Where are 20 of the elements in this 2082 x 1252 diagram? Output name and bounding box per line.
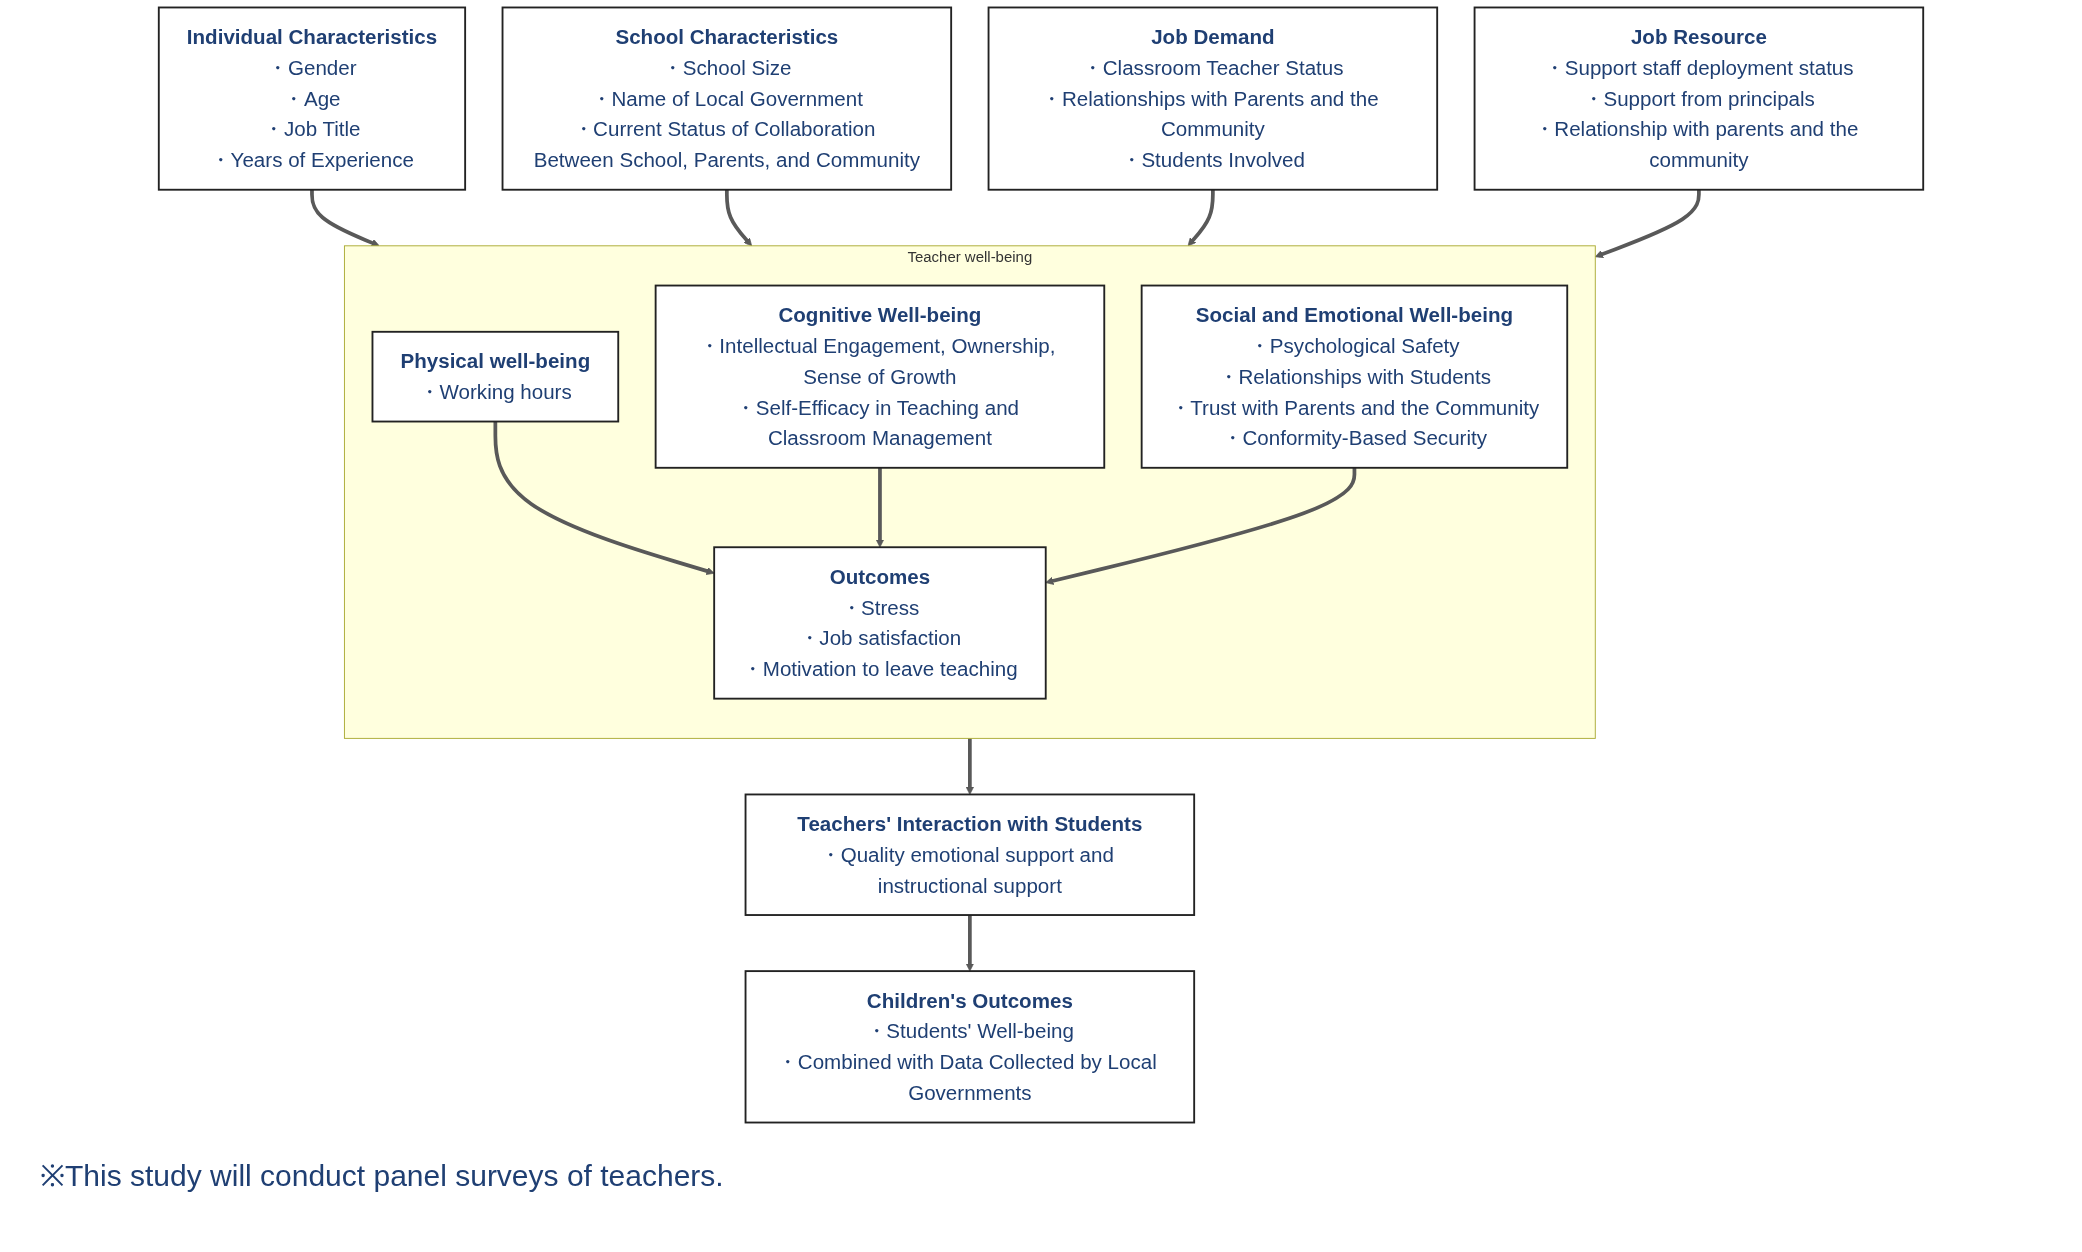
node-box: Social and Emotional Well-being ・Psychological Safety ・Relationships with Students ・Trust with Parents and the Community ・Conformity-Based Security (1140, 284, 1569, 469)
arrow (1594, 189, 1701, 258)
node-box: School Characteristics ・School Size ・Name of Local Government ・Current Status of Collaboration Between School, Parents, and Community (501, 6, 953, 191)
node-box: Children's Outcomes ・Students' Well-being ・Combined with Data Collected by Local Governments (744, 970, 1196, 1124)
arrow (1187, 189, 1215, 247)
arrow (965, 915, 974, 972)
node-box: Cognitive Well-being ・Intellectual Engagement, Ownership, Sense of Growth ・Self-Efficacy in Teaching and Classroom Management (654, 284, 1106, 469)
arrow (965, 738, 974, 795)
arrow (725, 189, 753, 247)
arrow (310, 189, 380, 247)
node-box: Job Demand ・Classroom Teacher Status ・Relationships with Parents and the Community ・Students Involved (987, 6, 1439, 191)
node-box: Physical well-being ・Working hours (371, 330, 620, 423)
node-box: Outcomes ・Stress ・Job satisfaction ・Motivation to leave teaching (713, 546, 1047, 700)
arrow (493, 421, 715, 575)
arrow (1045, 467, 1357, 585)
arrow (875, 467, 885, 548)
node-box: Teachers' Interaction with Students ・Quality emotional support and instructional support (744, 793, 1196, 916)
node-box: Job Resource ・Support staff deployment status ・Support from principals ・Relationship with parents and the community (1473, 6, 1925, 191)
note-text: ※This study will conduct panel surveys of teachers. (40, 1158, 725, 1194)
node-box: Individual Characteristics ・Gender ・Age ・Job Title ・Years of Experience (157, 6, 467, 191)
